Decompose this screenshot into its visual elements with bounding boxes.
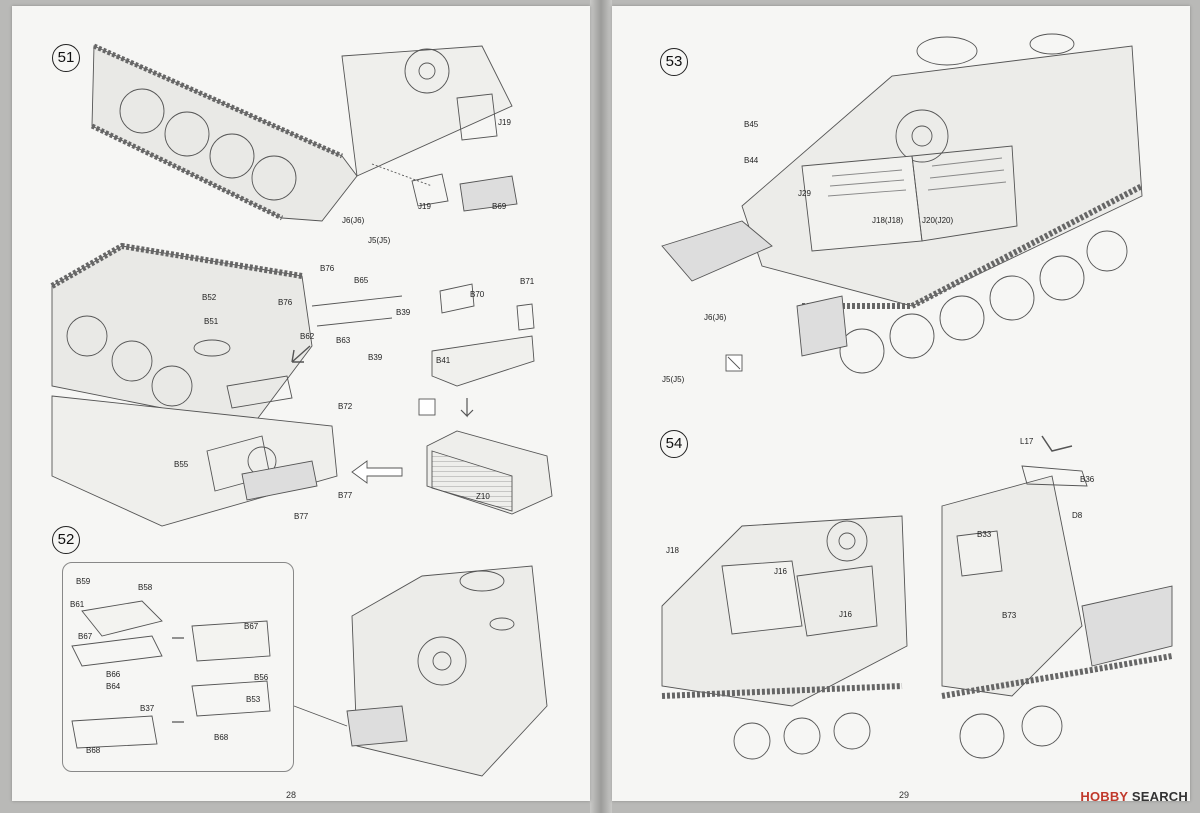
page-left: 51 52 J19 J19 B69 J6(J6) J5(J5) B76 B65 … [12,6,590,801]
part-label: B53 [246,695,261,704]
part-label: J16 [774,567,787,576]
part-label: B77 [338,491,353,500]
part-label: J6(J6) [342,216,365,225]
part-label: B76 [320,264,335,273]
part-label: B58 [138,583,153,592]
part-label: B67 [78,632,93,641]
part-label: B70 [470,290,485,299]
part-label: J19 [418,202,431,211]
part-label: J19 [498,118,511,127]
part-label: B55 [174,460,189,469]
page-number: 29 [899,790,910,800]
part-label: J16 [839,610,852,619]
part-label: B33 [977,530,992,539]
part-label: B36 [1080,475,1095,484]
part-label: B45 [744,120,759,129]
part-label: B44 [744,156,759,165]
step-51-marker: 51 [52,44,80,72]
part-label: B69 [492,202,507,211]
part-label: B73 [1002,611,1017,620]
part-label: B72 [338,402,353,411]
part-label: L17 [1020,437,1034,446]
hobbysearch-watermark: HOBBY SEARCH [1080,789,1188,804]
part-label: J5(J5) [368,236,391,245]
part-label: B61 [70,600,85,609]
part-label: B68 [214,733,229,742]
part-label: B39 [368,353,383,362]
part-label: B77 [294,512,309,521]
part-label: J29 [798,189,811,198]
part-label: D8 [1072,511,1083,520]
right-page-drawing [661,33,1173,760]
part-label: B59 [76,577,91,586]
step-54-marker: 54 [660,430,688,458]
part-label: B56 [254,673,269,682]
part-label: B51 [204,317,219,326]
part-label: J6(J6) [704,313,727,322]
page-right: 53 54 B45 B44 J29 J18(J18) J20(J20) J6(J… [612,6,1190,801]
left-page-drawing [50,43,553,777]
part-label: B71 [520,277,535,286]
part-label: B66 [106,670,121,679]
part-label: B39 [396,308,411,317]
step-53-marker: 53 [660,48,688,76]
part-label: B67 [244,622,259,631]
part-label: Z10 [476,492,490,501]
part-label: B37 [140,704,155,713]
step-52-subassembly-box [62,562,294,772]
part-label: B76 [278,298,293,307]
part-label: J18(J18) [872,216,904,225]
watermark-logo: HOBBY [1080,789,1129,804]
watermark-text: SEARCH [1131,789,1188,804]
part-label: J20(J20) [922,216,954,225]
part-label: J18 [666,546,679,555]
part-label: B68 [86,746,101,755]
part-label: B64 [106,682,121,691]
book-gutter [590,0,612,813]
part-label: B52 [202,293,217,302]
part-label: B63 [336,336,351,345]
part-label: J5(J5) [662,375,685,384]
part-label: B62 [300,332,315,341]
page-number: 28 [286,790,297,800]
part-label: B65 [354,276,369,285]
step-52-marker: 52 [52,526,80,554]
part-label: B41 [436,356,451,365]
